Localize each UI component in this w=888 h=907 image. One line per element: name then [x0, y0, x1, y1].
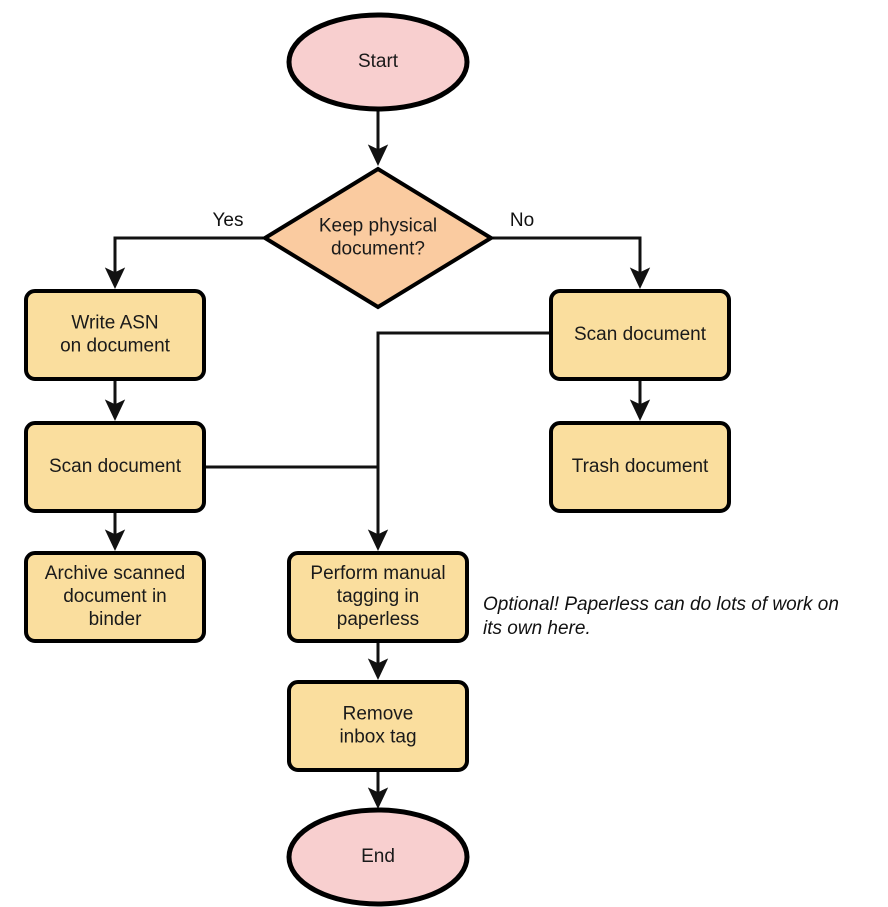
node-label: Trash document [572, 456, 709, 477]
process-shape [24, 551, 206, 643]
notes-layer: Optional! Paperless can do lots of work … [483, 594, 839, 639]
node-trash-document[interactable]: Trash document [549, 421, 731, 513]
edge-label-decision-yes-to-write-asn: Yes [213, 210, 244, 231]
process-shape [287, 680, 469, 772]
edge-decision-yes-to-write-asn: Yes [104, 210, 265, 290]
edge-path [367, 331, 551, 552]
edge-label-decision-no-to-scan-right: No [510, 210, 534, 231]
decision-shape [261, 166, 495, 310]
edge-path [104, 236, 265, 290]
node-end[interactable]: End [286, 807, 470, 907]
node-label: Start [358, 51, 399, 72]
terminal-shape [286, 12, 470, 112]
node-scan-document-right[interactable]: Scan document [549, 289, 731, 381]
edge-decision-no-to-scan-right: No [491, 210, 651, 290]
node-label: Scan document [49, 456, 182, 477]
process-shape [24, 289, 206, 381]
process-shape [549, 421, 731, 513]
node-label: End [361, 846, 395, 867]
edge-path [491, 236, 651, 290]
process-shape [24, 421, 206, 513]
edge-scan-right-to-tagging [367, 331, 551, 552]
process-shape [287, 551, 469, 643]
node-start[interactable]: Start [286, 12, 470, 112]
node-scan-document-left[interactable]: Scan document [24, 421, 206, 513]
terminal-shape [286, 807, 470, 907]
edges-layer: Yes No [104, 109, 651, 810]
node-label: Scan document [574, 324, 707, 345]
note-optional-note: Optional! Paperless can do lots of work … [483, 594, 839, 639]
process-shape [549, 289, 731, 381]
